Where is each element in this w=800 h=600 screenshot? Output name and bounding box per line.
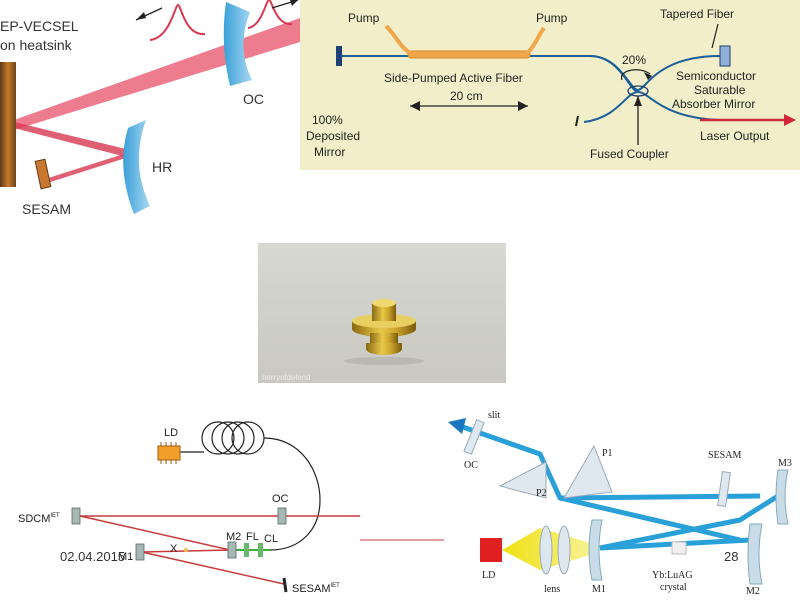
yb-sesam	[717, 471, 731, 507]
fiber-coil	[178, 421, 321, 551]
yb-oc	[463, 419, 485, 455]
sesam-element	[282, 577, 288, 593]
vecsel-title-line2: on heatsink	[0, 37, 73, 53]
active-fiber	[407, 50, 531, 59]
mirror-label-line1: 100%	[312, 113, 343, 127]
ld-chip	[157, 442, 181, 464]
pump-fiber-right	[524, 26, 546, 56]
sdcm-label: SDCMIET	[18, 513, 60, 525]
fiber-end	[575, 115, 579, 127]
deposited-mirror	[336, 46, 342, 66]
sdcm-ld-label: LD	[164, 427, 178, 439]
yb-ld-box	[480, 538, 502, 562]
footer-date: 02.04.2015	[60, 549, 126, 564]
mirror-label-line3: Mirror	[314, 145, 345, 159]
output-arrowhead	[448, 418, 466, 434]
oc-mirror	[277, 507, 287, 525]
sdcm-cl-label: CL	[264, 533, 278, 545]
pump-left-label: Pump	[348, 11, 380, 25]
x-crystal	[184, 548, 188, 552]
pump-fiber-left	[384, 24, 414, 56]
fiber-lines	[342, 55, 780, 123]
output-label: Laser Output	[700, 129, 770, 143]
component-photo	[258, 243, 506, 383]
vecsel-sesam-label: SESAM	[22, 201, 71, 217]
sdcm-sesam-label: SESAMIET	[292, 583, 340, 595]
coupler-label: Fused Coupler	[590, 147, 669, 161]
vecsel-arrow-left	[135, 7, 163, 21]
tapered-fiber-label: Tapered Fiber	[660, 7, 734, 21]
length-label: 20 cm	[450, 89, 483, 103]
ratio-arrow	[621, 69, 651, 81]
yb-crystal-label-line1: Yb:LuAG	[652, 570, 693, 581]
vecsel-hr-label: HR	[152, 159, 172, 175]
m2-mirror	[227, 541, 237, 559]
lens-1	[539, 525, 553, 575]
yb-m1-label: M1	[592, 584, 606, 595]
sdcm-m2-label: M2	[226, 531, 241, 543]
yb-p1-label: P1	[602, 448, 613, 459]
sdcm-fl-label: FL	[246, 531, 259, 543]
vecsel-diagram: EP-VECSEL on heatsink OC HR SESAM	[0, 0, 300, 217]
vecsel-sesam-chip	[34, 158, 52, 190]
brass-mount-image	[344, 299, 424, 365]
cl-lens	[258, 543, 263, 557]
prism-p2	[498, 461, 547, 499]
pump-right-label: Pump	[536, 11, 568, 25]
fiber-laser-schematic: Pump Pump Tapered Fiber Side-Pumped Acti…	[300, 0, 800, 170]
vecsel-title-line1: EP-VECSEL	[0, 18, 79, 34]
vecsel-oc-label: OC	[243, 91, 264, 107]
lens-2	[557, 525, 571, 575]
prism-p1	[563, 444, 613, 499]
yb-crystal	[671, 541, 687, 555]
vecsel-oc-mirror	[223, 2, 252, 86]
yb-p2-label: P2	[536, 488, 547, 499]
sdcm-laser-diagram: LD OC SDCMIET M2 FL CL M1 X SESAMIET	[18, 421, 444, 595]
yb-oc-label: OC	[464, 460, 478, 471]
yb-m3-mirror	[775, 469, 789, 525]
yb-ld-label: LD	[482, 570, 495, 581]
yb-m2-label: M2	[746, 586, 760, 597]
sdcm-mirror	[71, 507, 81, 525]
yb-sesam-label: SESAM	[708, 450, 741, 461]
footer-page-number: 28	[724, 549, 739, 564]
photo-watermark: berryoldelend	[262, 373, 311, 382]
sdcm-x-label: X	[170, 543, 178, 555]
yb-m2-mirror	[747, 523, 763, 585]
fl-lens	[244, 543, 249, 557]
sc-label-line1: Semiconductor	[676, 69, 756, 83]
sdcm-m1-label: M1	[118, 551, 133, 563]
yb-m3-label: M3	[778, 458, 792, 469]
yb-slit-label: slit	[488, 410, 500, 421]
yb-crystal-label-line2: crystal	[660, 582, 687, 593]
sc-label-line2: Saturable	[694, 83, 746, 97]
sesam-mirror	[719, 45, 731, 67]
yb-laser-diagram: slit OC P1 P2 SESAM M3 LD lens M1 Yb:LuA…	[448, 410, 792, 597]
tapered-pointer	[711, 23, 719, 49]
sc-label-line3: Absorber Mirror	[672, 97, 755, 111]
sdcm-oc-label: OC	[272, 493, 289, 505]
yb-lens-label: lens	[544, 584, 560, 595]
yb-m1-mirror	[588, 519, 603, 581]
vecsel-hr-mirror	[123, 120, 150, 214]
vecsel-arrow-right	[271, 0, 299, 9]
active-fiber-label: Side-Pumped Active Fiber	[384, 71, 523, 85]
mirror-label-line2: Deposited	[306, 129, 360, 143]
heatsink	[0, 62, 16, 187]
m1-mirror	[135, 543, 145, 561]
ratio-label: 20%	[622, 53, 646, 67]
